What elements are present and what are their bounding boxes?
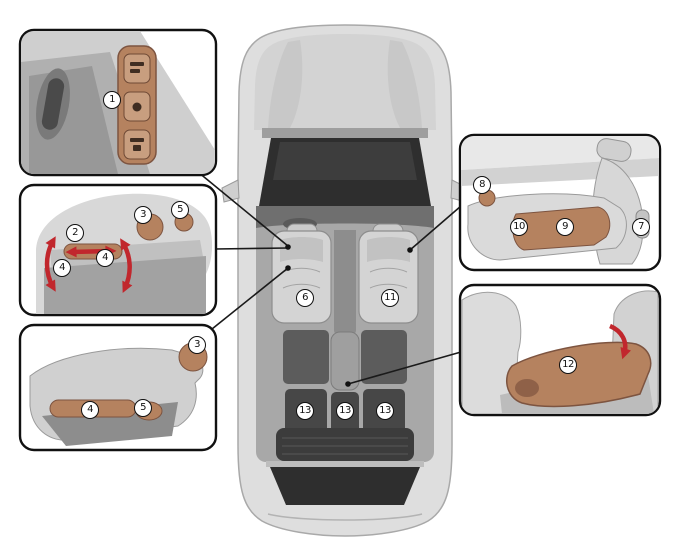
badge-8: 8 [473,176,491,194]
passenger-seat [358,223,419,324]
left-seatback [461,291,522,414]
badge-13-right: 13 [376,402,394,420]
armrest-illustration [461,290,659,414]
cupholder [515,379,539,397]
memory-button-set [123,53,151,84]
console-armrest [330,331,360,391]
badge-4-front: 4 [53,259,71,277]
badge-13-left: 13 [296,402,314,420]
badge-13-center: 13 [336,402,354,420]
badge-4-rear: 4 [96,249,114,267]
cowl-panel [262,128,428,138]
badge-9: 9 [556,218,574,236]
badge-5-manual: 5 [134,399,152,417]
door-handle [41,78,65,130]
rear-mat [276,428,414,461]
car-top-view [221,24,469,537]
badge-7: 7 [632,218,650,236]
badge-3-power: 3 [134,206,152,224]
lift-arrow [609,323,631,360]
badge-11: 11 [381,289,399,307]
seat-side-illustration [461,136,659,265]
badge-3-manual: 3 [188,336,206,354]
badge-12: 12 [559,356,577,374]
connector-lines [197,171,462,385]
badge-4-manual: 4 [81,401,99,419]
badge-5-power: 5 [171,201,189,219]
center-console [334,230,356,338]
badge-10: 10 [510,218,528,236]
connector-dots [285,244,413,387]
door-panel-illustration [21,31,215,174]
badge-1: 1 [103,91,121,109]
armrest [505,341,652,408]
left-mirror [221,179,240,203]
floor-mat [283,330,329,384]
driver-seat [271,223,332,324]
badge-6: 6 [296,289,314,307]
power-seat-illustration [36,193,213,314]
memory-button-2 [123,129,151,160]
badge-2: 2 [66,224,84,242]
floor-mat [361,330,407,384]
rear-window [270,467,420,505]
headrest [596,138,632,162]
